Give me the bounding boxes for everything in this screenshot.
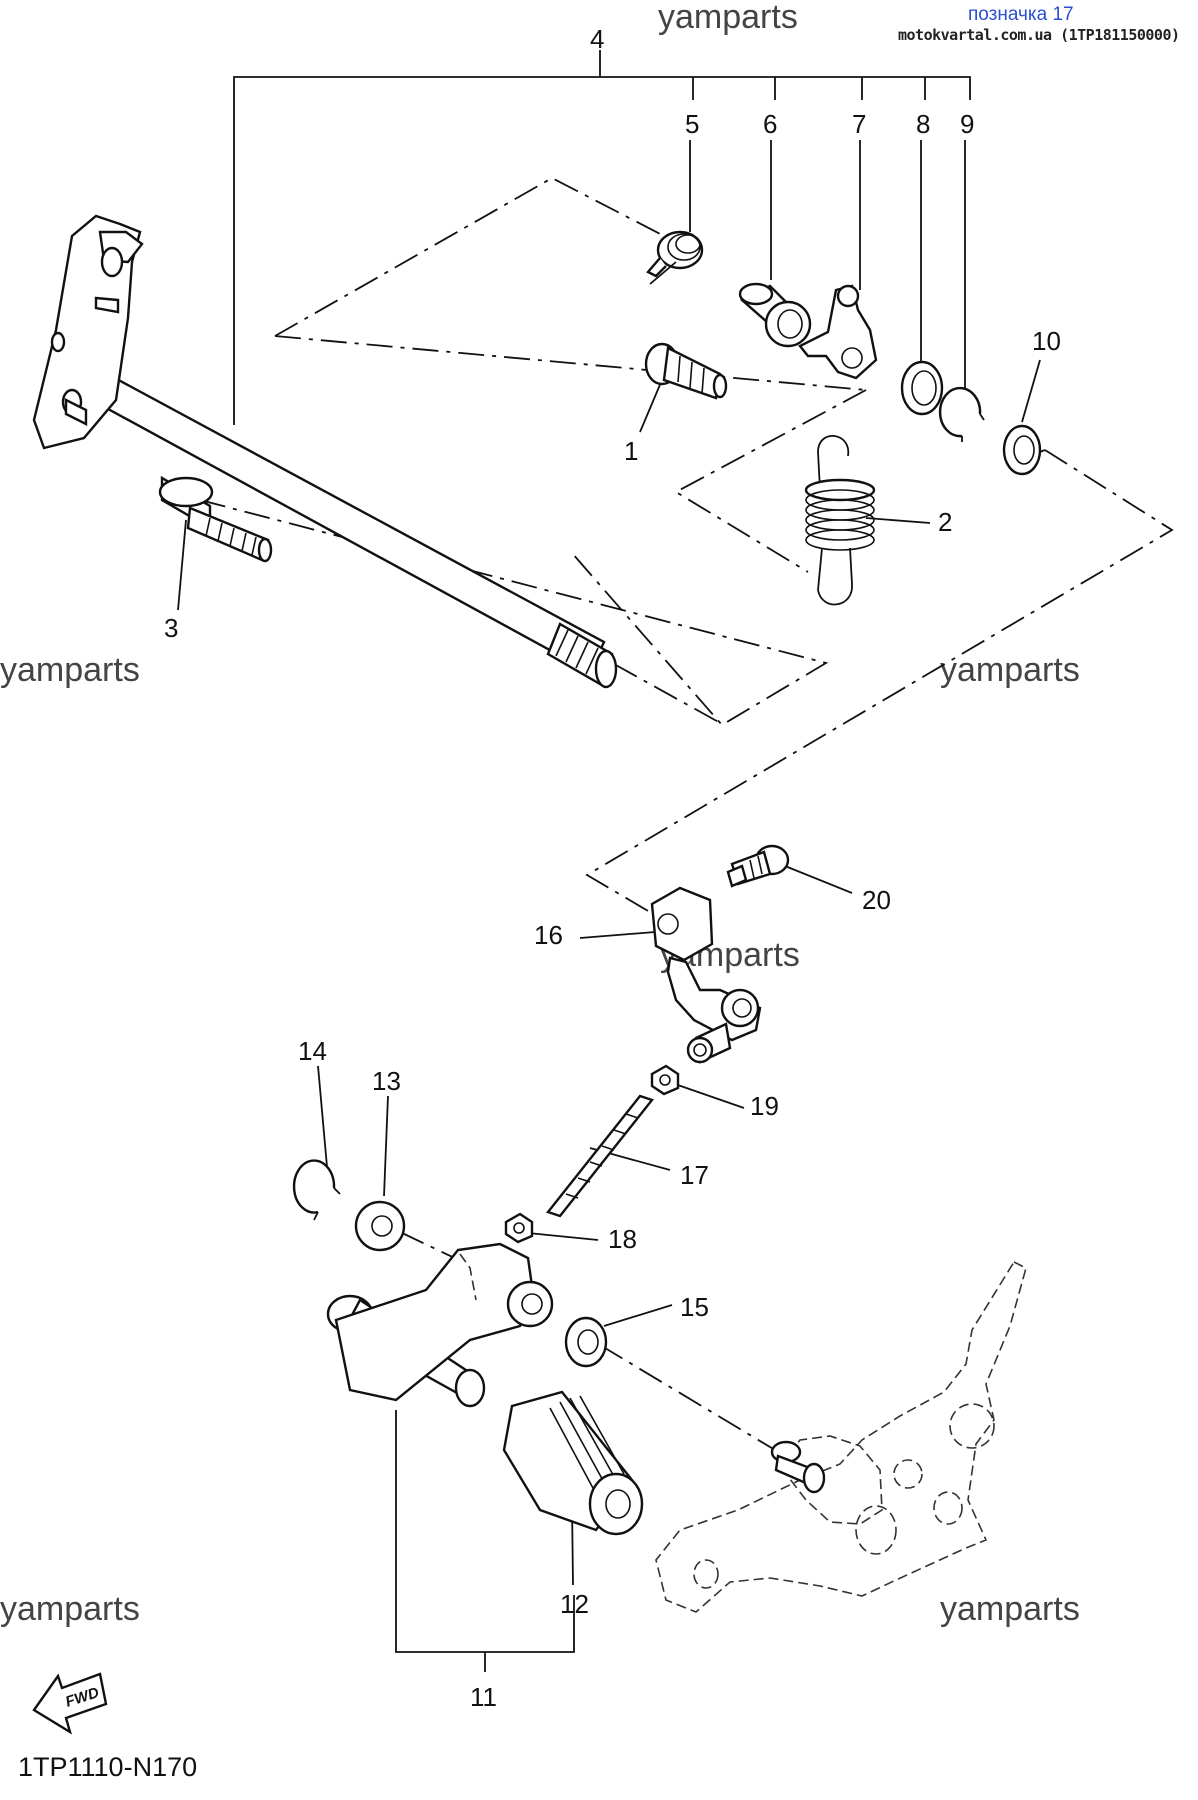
part-18-nut [504, 1212, 534, 1244]
callout-18: 18 [608, 1224, 637, 1254]
header-source: motokvartal.com.ua (1TP181150000) [898, 26, 1180, 44]
callout-4: 4 [590, 24, 604, 54]
part-5-torsion-spring [646, 230, 704, 285]
callout-7: 7 [852, 109, 866, 139]
pivot-bolt [770, 1440, 826, 1494]
callout-11: 11 [470, 1682, 497, 1712]
part-6-bushing [738, 282, 812, 348]
part-15-wave-washer [564, 1316, 608, 1368]
header-label: позначка 17 [968, 4, 1074, 25]
assembly-lines [199, 176, 1174, 1451]
callout-15: 15 [680, 1292, 709, 1322]
part-2-return-spring [804, 435, 876, 606]
callout-1: 1 [624, 436, 638, 466]
part-16-shift-arm [650, 886, 762, 1042]
frame-footrest-ghost [655, 1260, 1027, 1613]
watermark-left-lower: yamparts [0, 1590, 140, 1628]
part-7-stopper-lever [798, 284, 878, 380]
callout-8: 8 [916, 109, 930, 139]
part-19-nut [650, 1064, 680, 1096]
callout-17: 17 [680, 1160, 709, 1190]
part-16-rod-end [686, 1022, 732, 1064]
fwd-arrow-icon: FWD [32, 1672, 108, 1735]
callout-16: 16 [534, 920, 563, 950]
callout-14: 14 [298, 1036, 327, 1066]
callout-2: 2 [938, 507, 952, 537]
watermark-left-upper: yamparts [0, 651, 140, 689]
callout-6: 6 [763, 109, 777, 139]
part-14-circlip [292, 1159, 341, 1221]
part-10-washer [1002, 424, 1042, 476]
callout-13: 13 [372, 1066, 401, 1096]
callout-20: 20 [862, 885, 891, 915]
part-1-collar [644, 342, 728, 400]
part-13-washer [354, 1200, 406, 1252]
bracket-assembly-4 [233, 50, 971, 425]
callout-3: 3 [164, 613, 178, 643]
callout-5: 5 [685, 109, 699, 139]
part-9-circlip [938, 386, 985, 442]
part-20-bolt [726, 844, 790, 888]
watermark-right-lower: yamparts [940, 1590, 1080, 1628]
watermark-top: yamparts [658, 0, 798, 36]
part-12-pedal-rubber [502, 1390, 644, 1536]
part-3-stud-bolt [158, 475, 273, 563]
callout-9: 9 [960, 109, 974, 139]
diagram-code: 1TP1110-N170 [18, 1752, 198, 1782]
part-4-shift-shaft [32, 214, 618, 689]
watermark-right-upper: yamparts [940, 651, 1080, 689]
part-8-washer [900, 360, 944, 416]
callout-10: 10 [1032, 326, 1061, 356]
part-17-shift-rod [545, 1094, 655, 1218]
part-11-shift-pedal [326, 1242, 554, 1408]
callout-19: 19 [750, 1091, 779, 1121]
